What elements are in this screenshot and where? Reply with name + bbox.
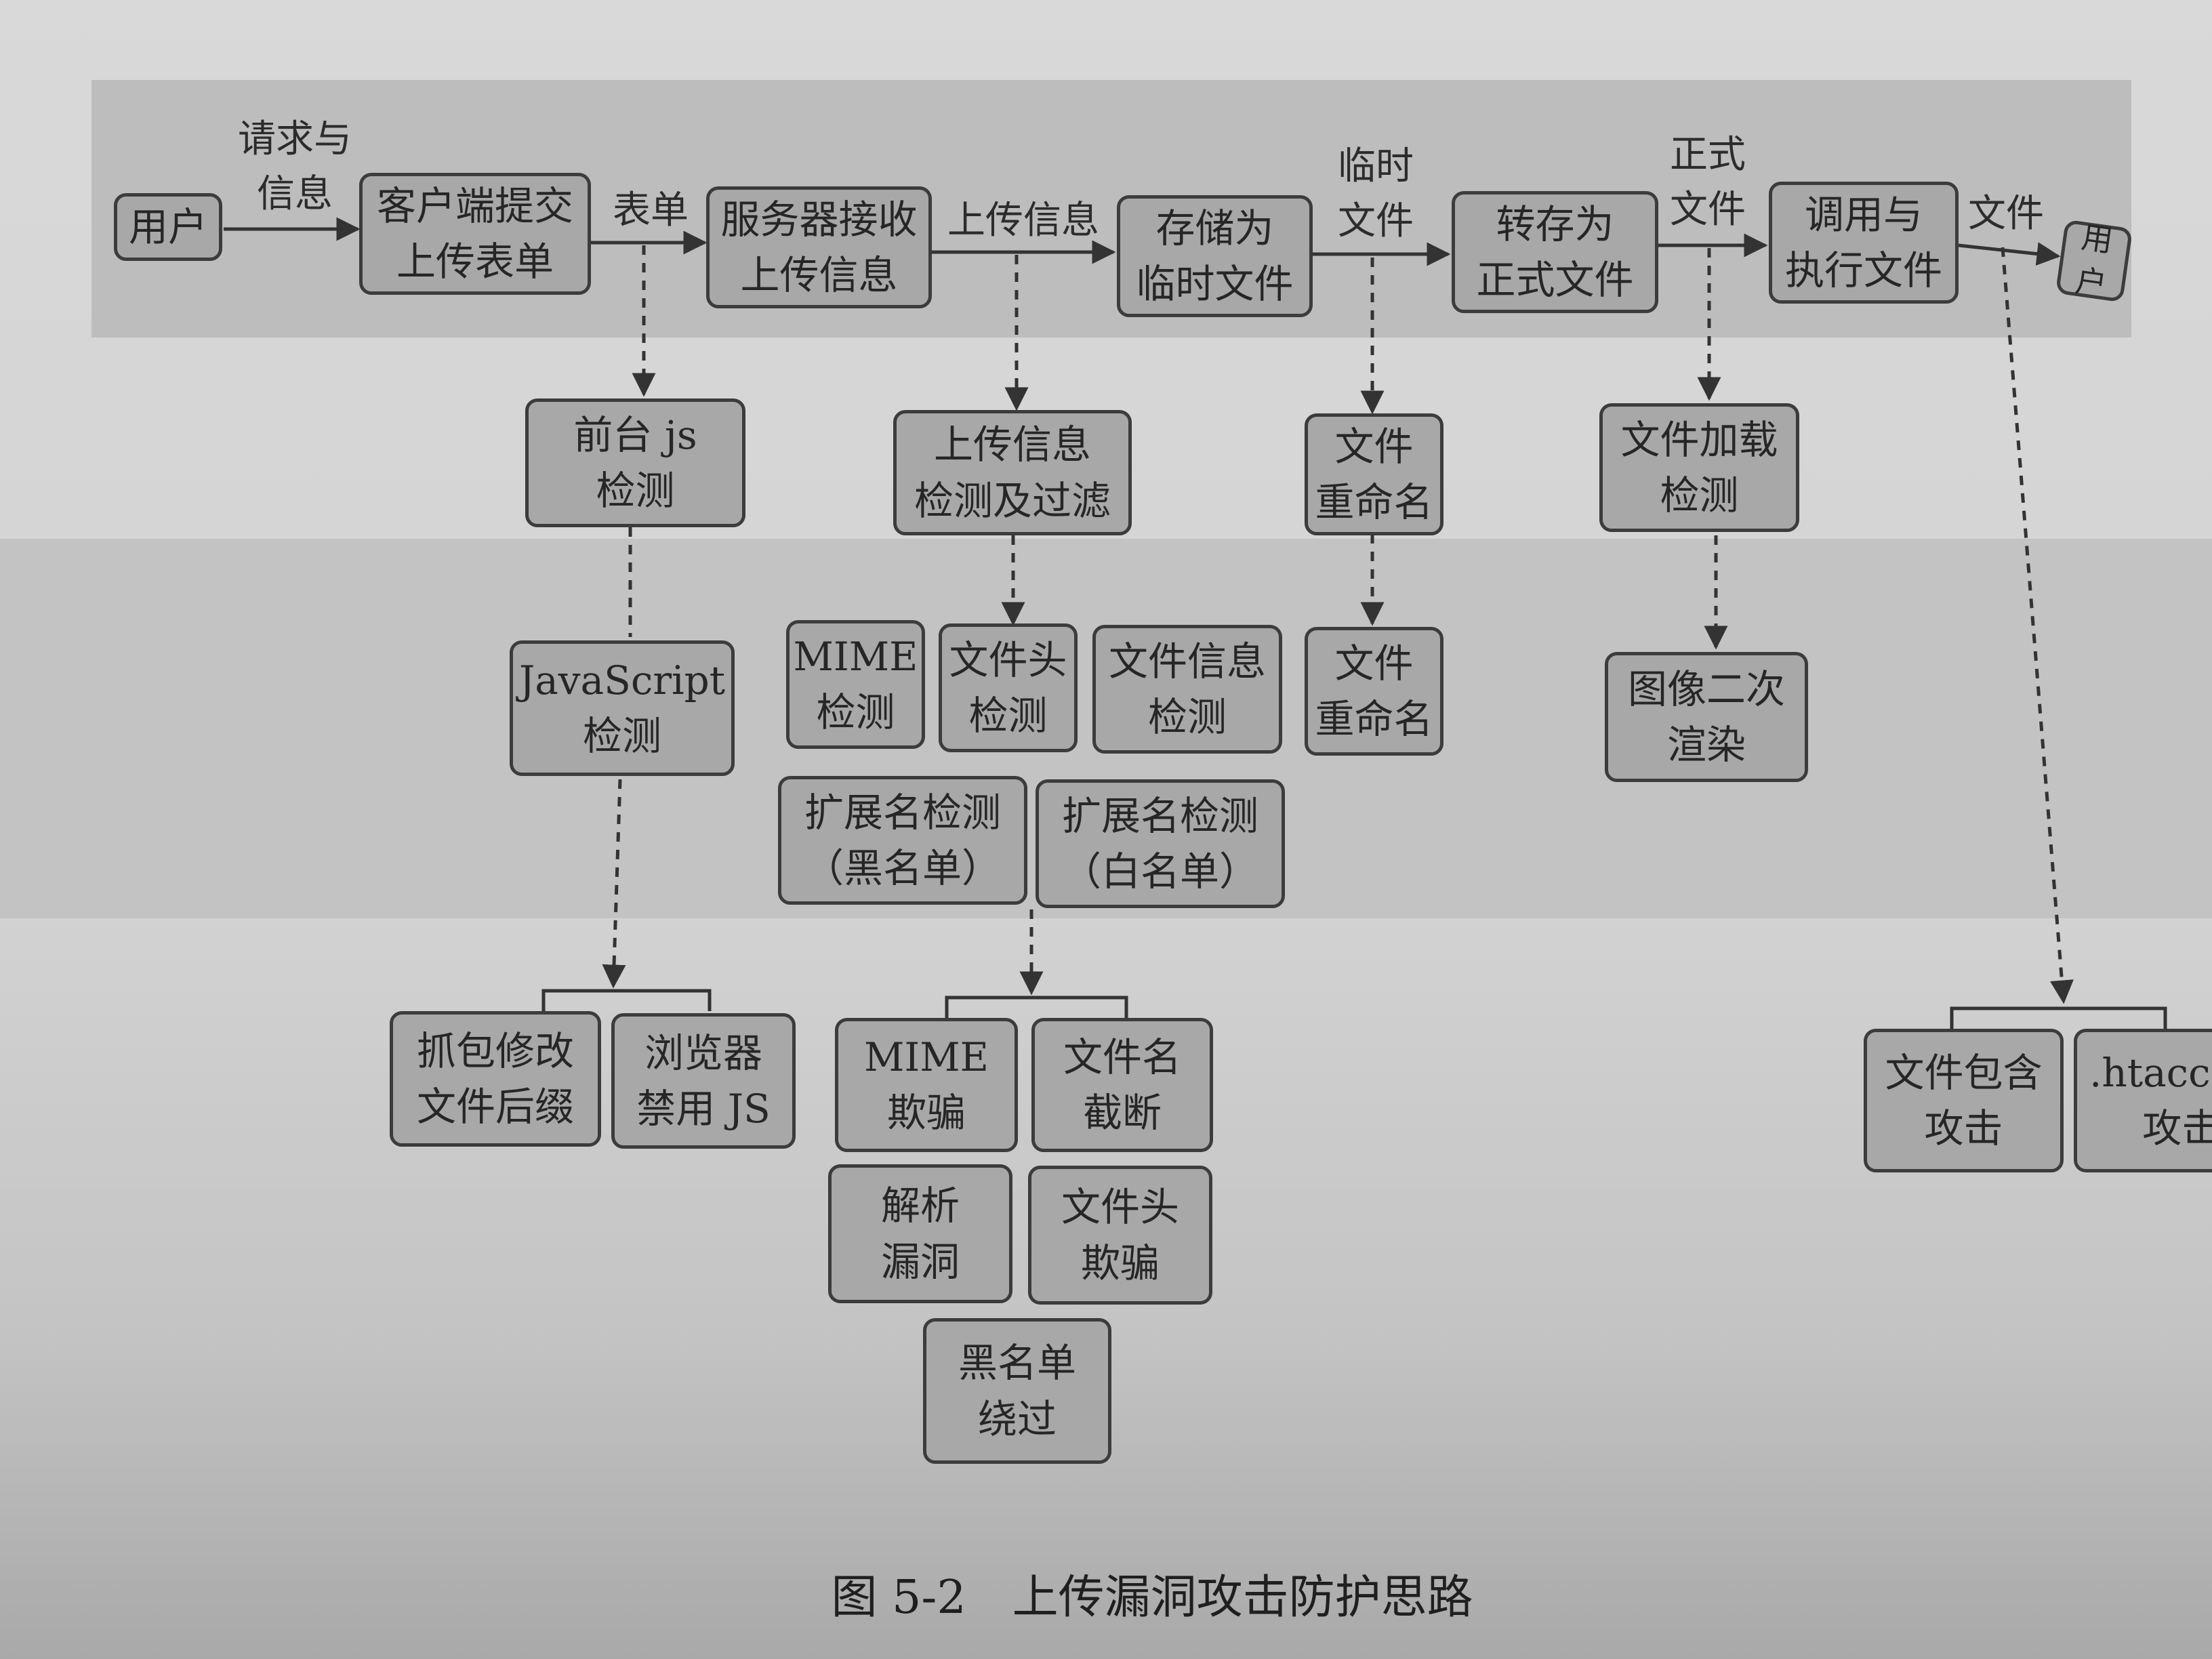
figure-caption: 图 5-2 上传漏洞攻击防护思路 xyxy=(773,1506,1473,1659)
browser-disable-js-node: 浏览器 禁用 JS xyxy=(611,1013,796,1149)
call-execute-node: 调用与 执行文件 xyxy=(1769,182,1959,304)
label-upload-info: 上传信息 xyxy=(947,199,1099,243)
client-submit-node: 客户端提交 上传表单 xyxy=(359,173,591,295)
label-temp-file: 临时 文件 xyxy=(1338,144,1414,244)
store-temp-node: 存储为 临时文件 xyxy=(1117,195,1313,317)
user-start-node: 用户 xyxy=(114,193,222,261)
file-rename-node: 文件 重命名 xyxy=(1305,413,1443,535)
edge-execute-to-user xyxy=(1958,242,2061,266)
edge-file-to-attack xyxy=(2001,247,2074,1004)
save-formal-node: 转存为 正式文件 xyxy=(1452,191,1658,313)
figure-title: 上传漏洞攻击防护思路 xyxy=(1012,1571,1473,1624)
label-request-info: 请求与 信息 xyxy=(238,117,352,217)
blacklist-bypass-node: 黑名单 绕过 xyxy=(923,1318,1111,1464)
filename-truncate-node: 文件名 截断 xyxy=(1031,1018,1213,1152)
upload-info-filter-node: 上传信息 检测及过滤 xyxy=(893,410,1132,535)
file-load-check-node: 文件加载 检测 xyxy=(1599,403,1799,532)
server-receive-node: 服务器接收 上传信息 xyxy=(706,186,932,308)
image-rerender-node: 图像二次 渲染 xyxy=(1605,652,1808,782)
parse-vuln-node: 解析 漏洞 xyxy=(828,1164,1012,1303)
bracket-exec-attacks xyxy=(1950,1006,2167,1029)
bracket-ext-bypass xyxy=(945,996,1128,1018)
htaccess-attack-node: .htaccess 攻击 xyxy=(2074,1029,2212,1172)
label-file: 文件 xyxy=(1968,192,2044,236)
ext-whitelist-node: 扩展名检测 （白名单） xyxy=(1036,779,1285,908)
file-info-check-node: 文件信息 检测 xyxy=(1092,625,1282,754)
file-rename-2-node: 文件 重命名 xyxy=(1305,627,1443,756)
figure-number: 图 5-2 xyxy=(831,1571,966,1624)
mime-spoof-node: MIME 欺骗 xyxy=(835,1018,1018,1152)
capture-modify-node: 抓包修改 文件后缀 xyxy=(390,1011,601,1147)
header-spoof-node: 文件头 欺骗 xyxy=(1028,1166,1212,1305)
bracket-js-bypass xyxy=(541,989,712,1011)
file-include-attack-node: 文件包含 攻击 xyxy=(1864,1029,2064,1172)
frontend-js-node: 前台 js 检测 xyxy=(525,398,745,527)
file-header-check-node: 文件头 检测 xyxy=(939,623,1078,752)
label-formal-file: 正式 文件 xyxy=(1670,133,1746,232)
javascript-check-node: JavaScript 检测 xyxy=(510,640,735,776)
ext-blacklist-node: 扩展名检测 （黑名单） xyxy=(778,776,1027,905)
mime-check-node: MIME 检测 xyxy=(786,620,925,749)
edge-javascript-to-bypass xyxy=(602,779,626,989)
user-end-node: 用户 xyxy=(2055,218,2133,303)
label-form: 表单 xyxy=(613,188,689,232)
